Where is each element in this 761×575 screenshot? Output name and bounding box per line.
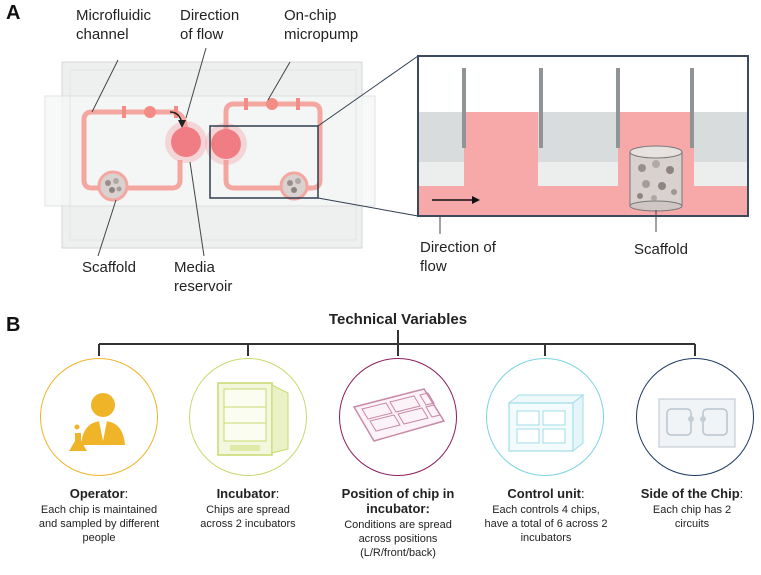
variable-incubator: Incubator: Chips are spread across 2 inc… (170, 486, 326, 531)
incubator-circle (189, 358, 307, 476)
variable-operator: Operator: Each chip is maintained and sa… (16, 486, 182, 545)
variable-control-unit-desc: Each controls 4 chips, have a total of 6… (484, 504, 608, 544)
variable-incubator-name: Incubator (216, 486, 276, 501)
variable-position-name: Position of chip in incubator: (341, 486, 455, 516)
label-onchip-micropump: On-chip micropump (284, 7, 359, 43)
label-media-reservoir: Media reservoir (174, 259, 233, 295)
incubator-icon (217, 382, 289, 456)
pump-valve (144, 106, 156, 118)
pump-pin-1 (462, 68, 466, 148)
variable-side-of-chip-desc: Each chip has 2 circuits (652, 504, 732, 530)
label-direction-of-flow-zoom: Direction of flow (420, 239, 496, 275)
variable-position: Position of chip in incubator: Condition… (318, 486, 478, 560)
panel-b-letter: B (6, 314, 21, 336)
label-microfluidic-channel: Microfluidic channel (76, 7, 152, 43)
control-unit-icon (507, 393, 585, 453)
chip-tray-icon (352, 388, 446, 442)
zoom-selection-box (209, 125, 319, 199)
operator-person-icon (69, 393, 125, 451)
zoom-connector-bottom (317, 197, 419, 217)
pump-pin-2 (539, 68, 543, 148)
pump-pin-4 (690, 68, 694, 148)
label-scaffold: Scaffold (82, 259, 136, 276)
scaffold-right (279, 171, 309, 201)
leader-flow (185, 47, 207, 119)
chip-side-circle (636, 358, 754, 476)
zoom-connector-top (317, 55, 419, 127)
variable-control-unit-name: Control unit (507, 486, 582, 501)
scaffold-left (97, 170, 129, 202)
control-unit-circle (486, 358, 604, 476)
operator-circle (40, 358, 158, 476)
variable-side-of-chip-name: Side of the Chip (640, 486, 740, 501)
zoom-view (417, 55, 749, 234)
variable-side-of-chip: Side of the Chip: Each chip has 2 circui… (624, 486, 760, 531)
technical-variables-tree (98, 330, 696, 356)
media-reservoir-right (211, 129, 241, 159)
position-circle (339, 358, 457, 476)
label-scaffold-zoom: Scaffold (634, 241, 688, 258)
media-reservoir-left (171, 127, 201, 157)
variable-position-desc: Conditions are spread across positions (… (344, 519, 452, 559)
leader-scaffold (97, 199, 117, 257)
chip-side-icon (658, 398, 736, 448)
variable-operator-desc: Each chip is maintained and sampled by d… (38, 504, 160, 544)
pump-pin-3 (616, 68, 620, 148)
panel-a-letter: A (6, 2, 21, 24)
technical-variables-title: Technical Variables (328, 311, 468, 328)
label-direction-of-flow: Direction of flow (180, 7, 240, 43)
variable-control-unit: Control unit: Each controls 4 chips, hav… (468, 486, 624, 545)
variable-operator-name: Operator (69, 486, 125, 501)
leader-reservoir (189, 161, 205, 257)
leader-pump (267, 61, 291, 101)
leader-channel (91, 59, 119, 113)
variable-incubator-desc: Chips are spread across 2 incubators (200, 504, 296, 530)
